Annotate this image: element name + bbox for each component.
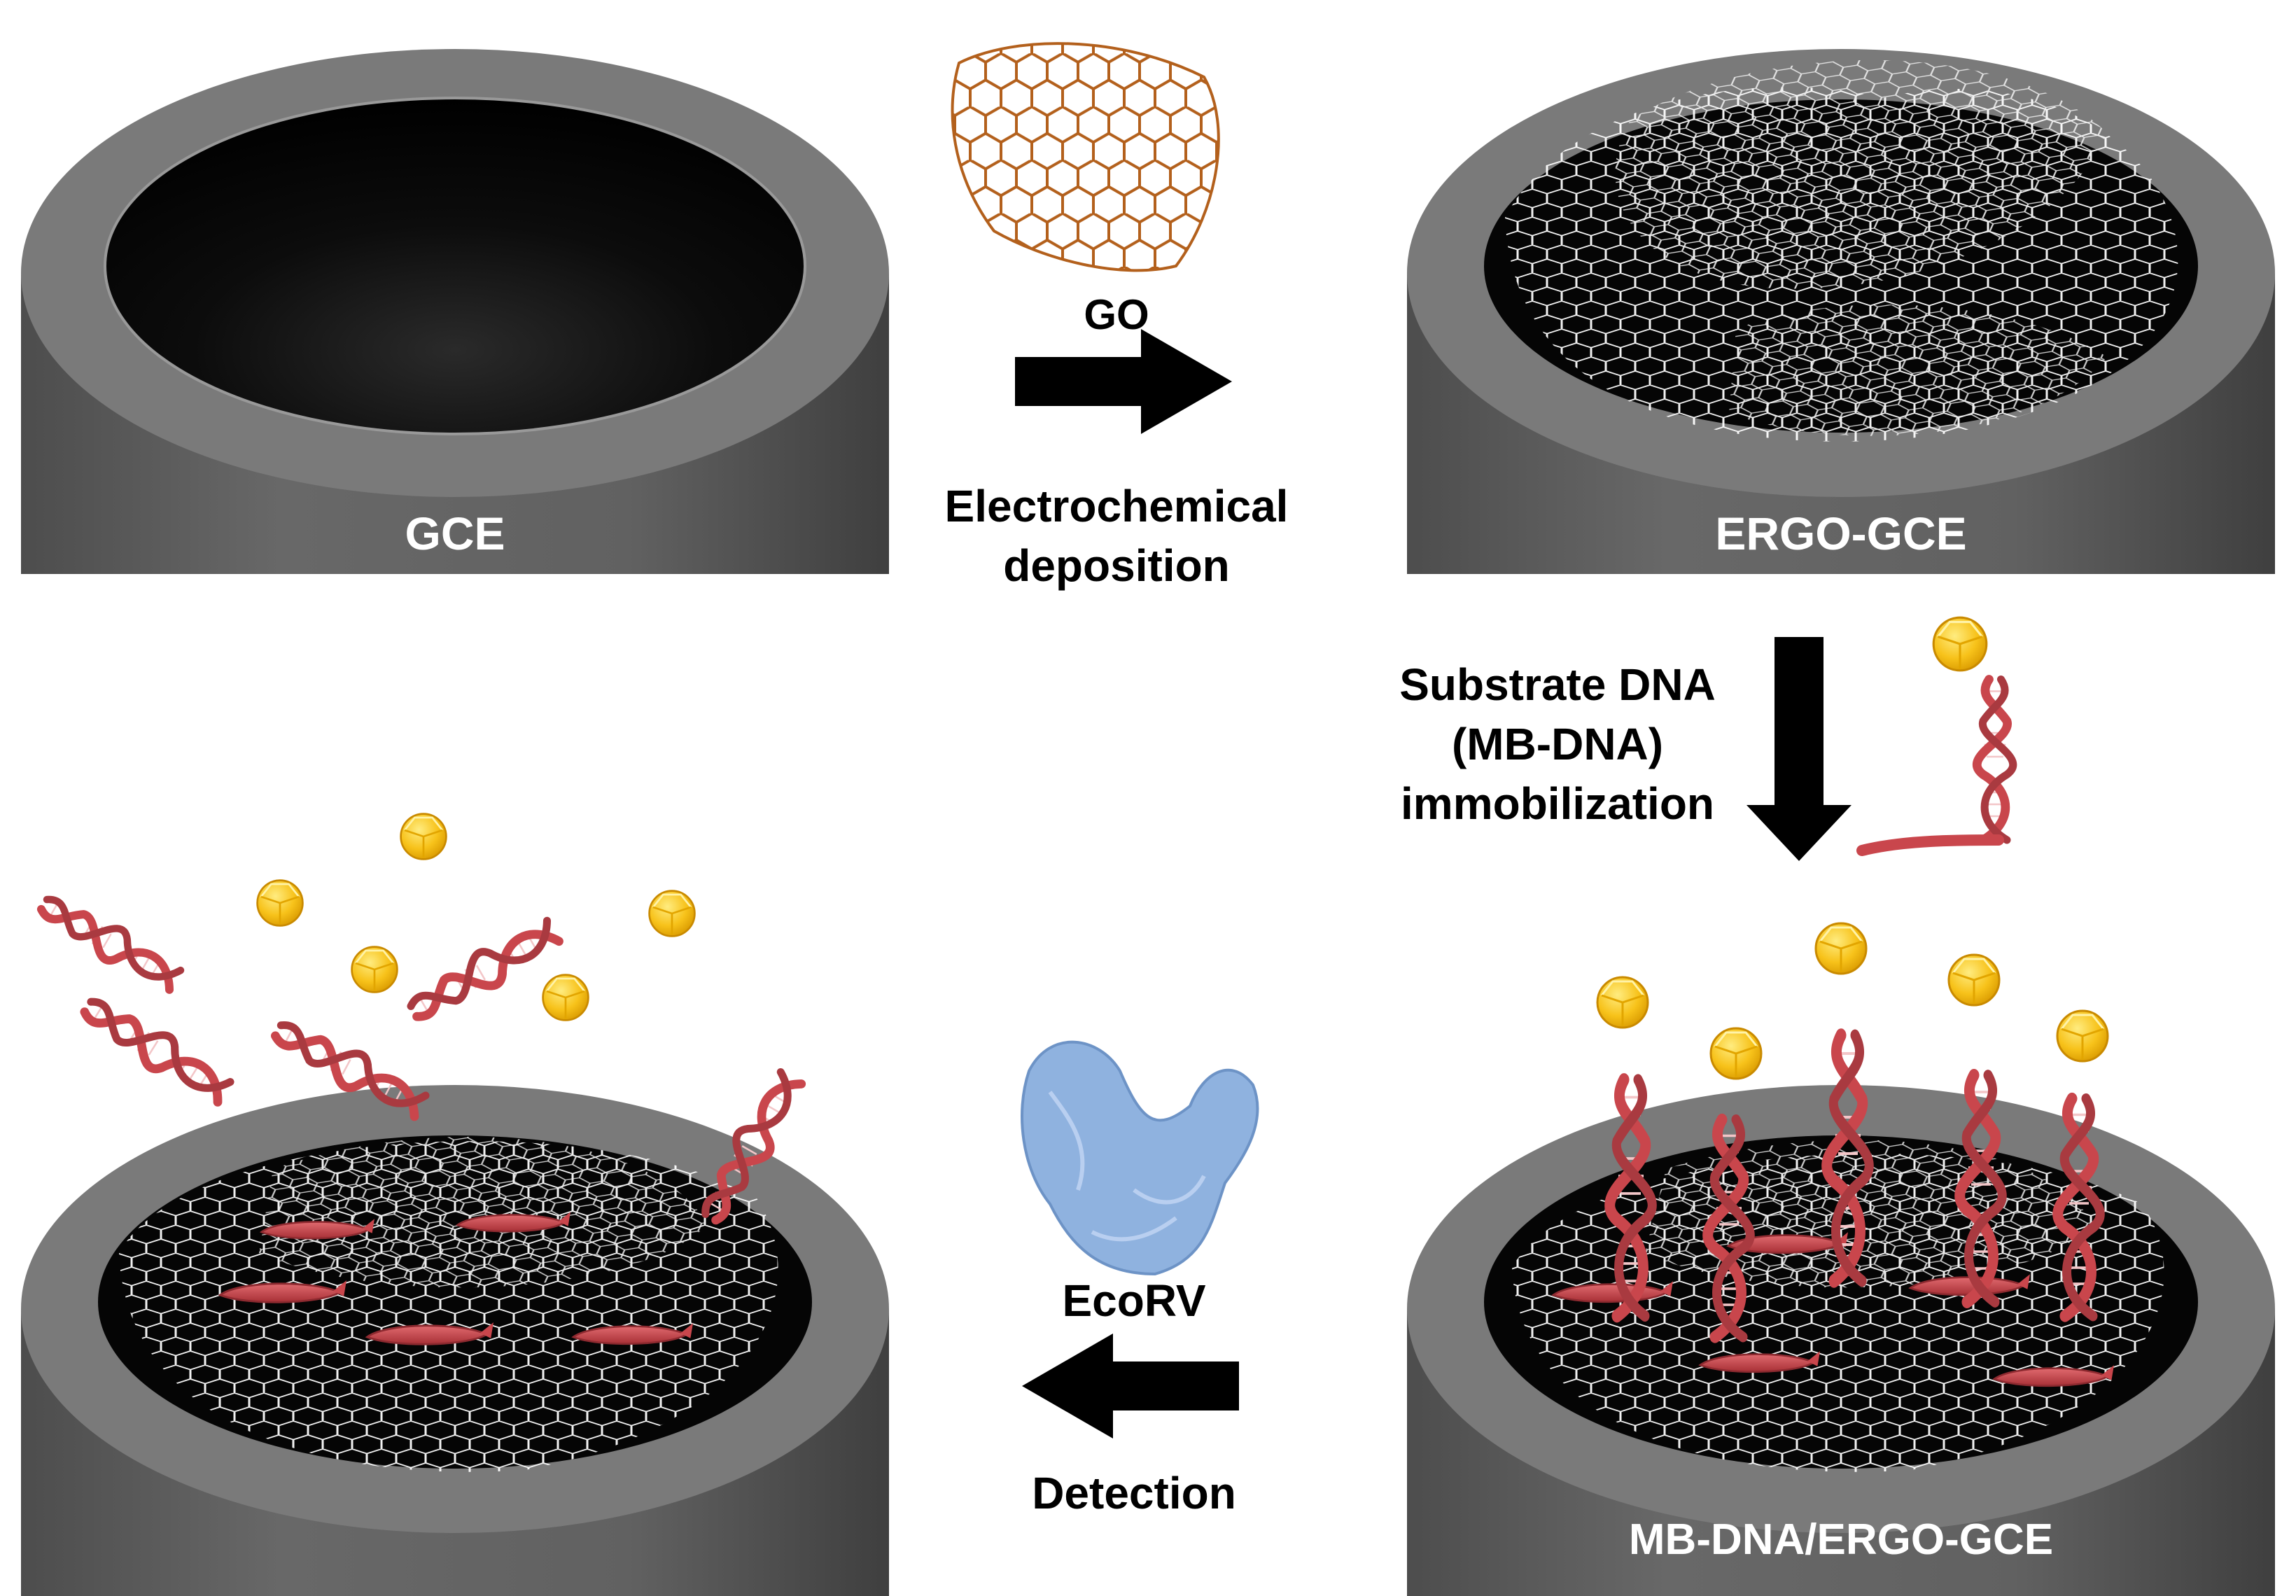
electrode-gce: GCE (21, 49, 889, 574)
electrode-cleaved (21, 1085, 889, 1596)
go-label: GO (1084, 291, 1149, 338)
step-immobilization: Substrate DNA (MB-DNA) immobilization (1399, 616, 2013, 861)
substrate-dna-label: Substrate DNA (1399, 659, 1716, 710)
immobilization-label: immobilization (1401, 778, 1714, 829)
ergo-gce-label: ERGO-GCE (1715, 507, 1966, 559)
step-detection: EcoRV Detection (1021, 1040, 1259, 1518)
electrode-ergo-gce: ERGO-GCE (1407, 49, 2275, 574)
down-arrow-icon (1746, 637, 1851, 861)
electrode-mb-dna-ergo-gce: MB-DNA/ERGO-GCE (1407, 1085, 2275, 1596)
go-sheet-icon (951, 42, 1220, 272)
ecorv-enzyme-icon (1021, 1040, 1259, 1276)
electrochemical-label: Electrochemical (945, 481, 1289, 531)
ecorv-label: EcoRV (1062, 1275, 1205, 1326)
mb-dna-ergo-gce-label: MB-DNA/ERGO-GCE (1629, 1516, 2053, 1564)
step-go-deposition: GO Electrochemical deposition (945, 42, 1289, 591)
right-arrow-icon (1015, 329, 1232, 434)
mb-dna-probe-icon (1856, 616, 2013, 856)
graphene-mesh (1505, 59, 2178, 442)
left-arrow-icon (1022, 1334, 1239, 1438)
gce-label: GCE (405, 507, 505, 559)
detection-label: Detection (1032, 1468, 1236, 1518)
mb-dna-label: (MB-DNA) (1452, 719, 1663, 769)
deposition-label: deposition (1003, 540, 1230, 591)
